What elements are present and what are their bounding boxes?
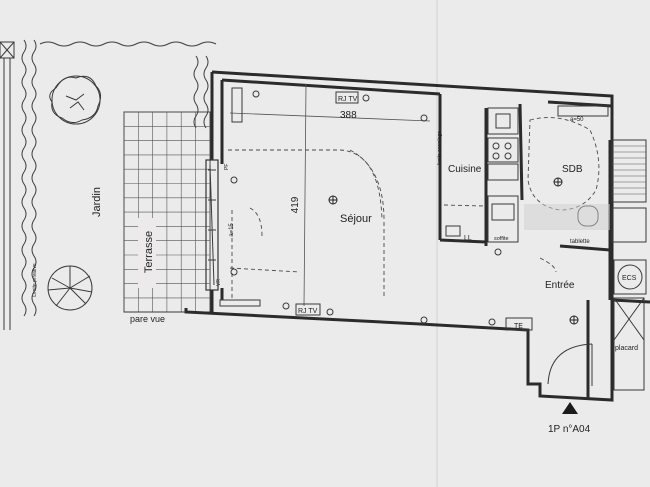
ecs-label: ECS bbox=[622, 275, 637, 282]
boundary-strips bbox=[0, 41, 15, 330]
sejour-arcs bbox=[228, 83, 431, 307]
height-dimension: 419 bbox=[290, 196, 301, 213]
soffit-label: soffite bbox=[494, 236, 509, 242]
bathroom-dim: a=50 bbox=[570, 117, 584, 123]
vr-label: VR bbox=[216, 279, 222, 286]
entrance-label: Entrée bbox=[545, 280, 575, 291]
bathroom-label: SDB bbox=[562, 164, 583, 175]
closet-label: placard bbox=[615, 345, 638, 352]
limit-label: Limite privative bbox=[32, 263, 38, 297]
rj-tv-bottom-box bbox=[295, 303, 321, 316]
ceiling-light-icon bbox=[328, 195, 338, 205]
ll-label: LL bbox=[464, 235, 472, 242]
entrance-door bbox=[539, 257, 593, 386]
bathroom-fixtures bbox=[524, 105, 647, 243]
screen-label: pare vue bbox=[130, 314, 165, 324]
ecs-tank bbox=[617, 264, 643, 290]
outlet-icons bbox=[230, 90, 502, 326]
width-dimension: 388 bbox=[340, 110, 357, 121]
unit-label: 1P n°A04 bbox=[548, 424, 591, 435]
te-label: TE bbox=[514, 323, 523, 330]
sill bbox=[219, 299, 261, 307]
sejour-window bbox=[208, 164, 216, 286]
window-frame bbox=[205, 159, 219, 291]
rj-tv-bottom-label: RJ TV bbox=[298, 308, 318, 315]
te-box bbox=[505, 317, 533, 331]
terrace-label-bg bbox=[138, 218, 156, 288]
radiator bbox=[231, 87, 243, 123]
terrace-grid bbox=[123, 111, 211, 312]
tile-limit-label: limite carrelage bbox=[437, 131, 443, 165]
ecs-box bbox=[613, 259, 647, 295]
pf-label: PF bbox=[224, 164, 230, 170]
entrance-arrow-icon bbox=[562, 402, 578, 414]
sejour-label: Séjour bbox=[340, 213, 372, 225]
kitchen-appliances bbox=[443, 107, 519, 243]
terrace-label: Terrasse bbox=[143, 231, 155, 273]
rj-tv-top-label: RJ TV bbox=[338, 96, 358, 103]
entrance-light-icon bbox=[569, 315, 579, 325]
garden-label: Jardin bbox=[91, 187, 103, 217]
kitchen-label: Cuisine bbox=[448, 164, 482, 175]
tree-top-icon bbox=[49, 75, 102, 125]
bathroom-light-icon bbox=[553, 177, 563, 187]
garden-hedges bbox=[21, 39, 217, 317]
closet bbox=[613, 297, 645, 391]
tree-bottom-icon bbox=[47, 265, 93, 311]
rj-tv-top-box bbox=[335, 91, 359, 104]
shelf-label: tablette bbox=[570, 239, 590, 245]
window-height-dimension: a=15 bbox=[229, 223, 235, 237]
